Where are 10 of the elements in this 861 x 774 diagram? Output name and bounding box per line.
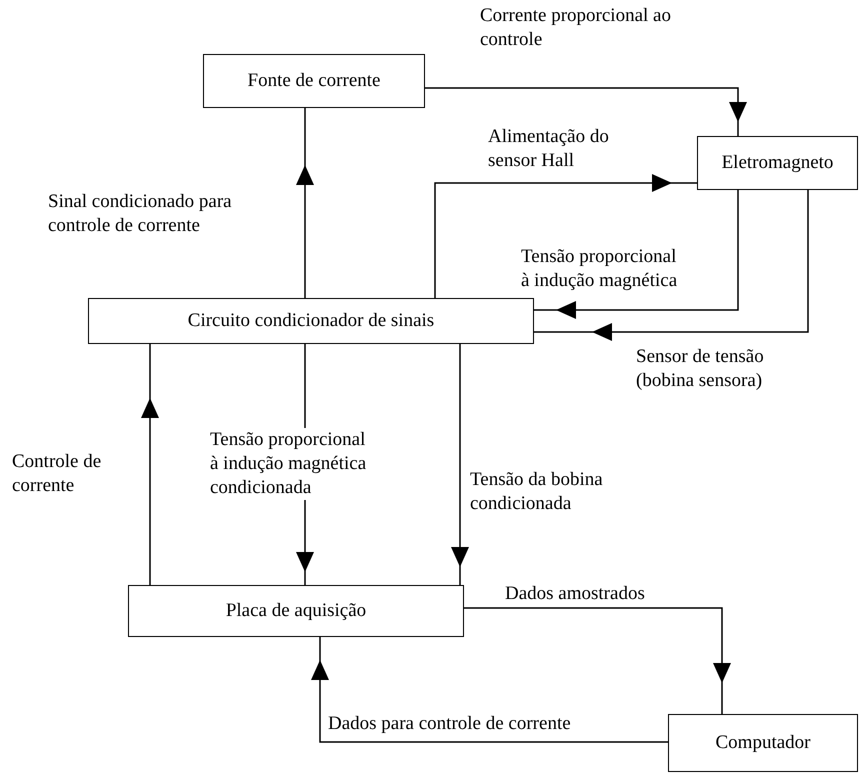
process-box	[88, 298, 534, 344]
process-box	[203, 54, 425, 108]
box-label: Computador	[716, 732, 810, 754]
box-label: Eletromagneto	[722, 152, 834, 174]
box-label: Fonte de corrente	[248, 70, 380, 92]
box-label: Placa de aquisição	[226, 600, 366, 622]
box-label: Circuito condicionador de sinais	[188, 310, 434, 332]
process-box	[697, 136, 858, 190]
process-box	[668, 714, 858, 772]
process-box	[128, 585, 464, 637]
